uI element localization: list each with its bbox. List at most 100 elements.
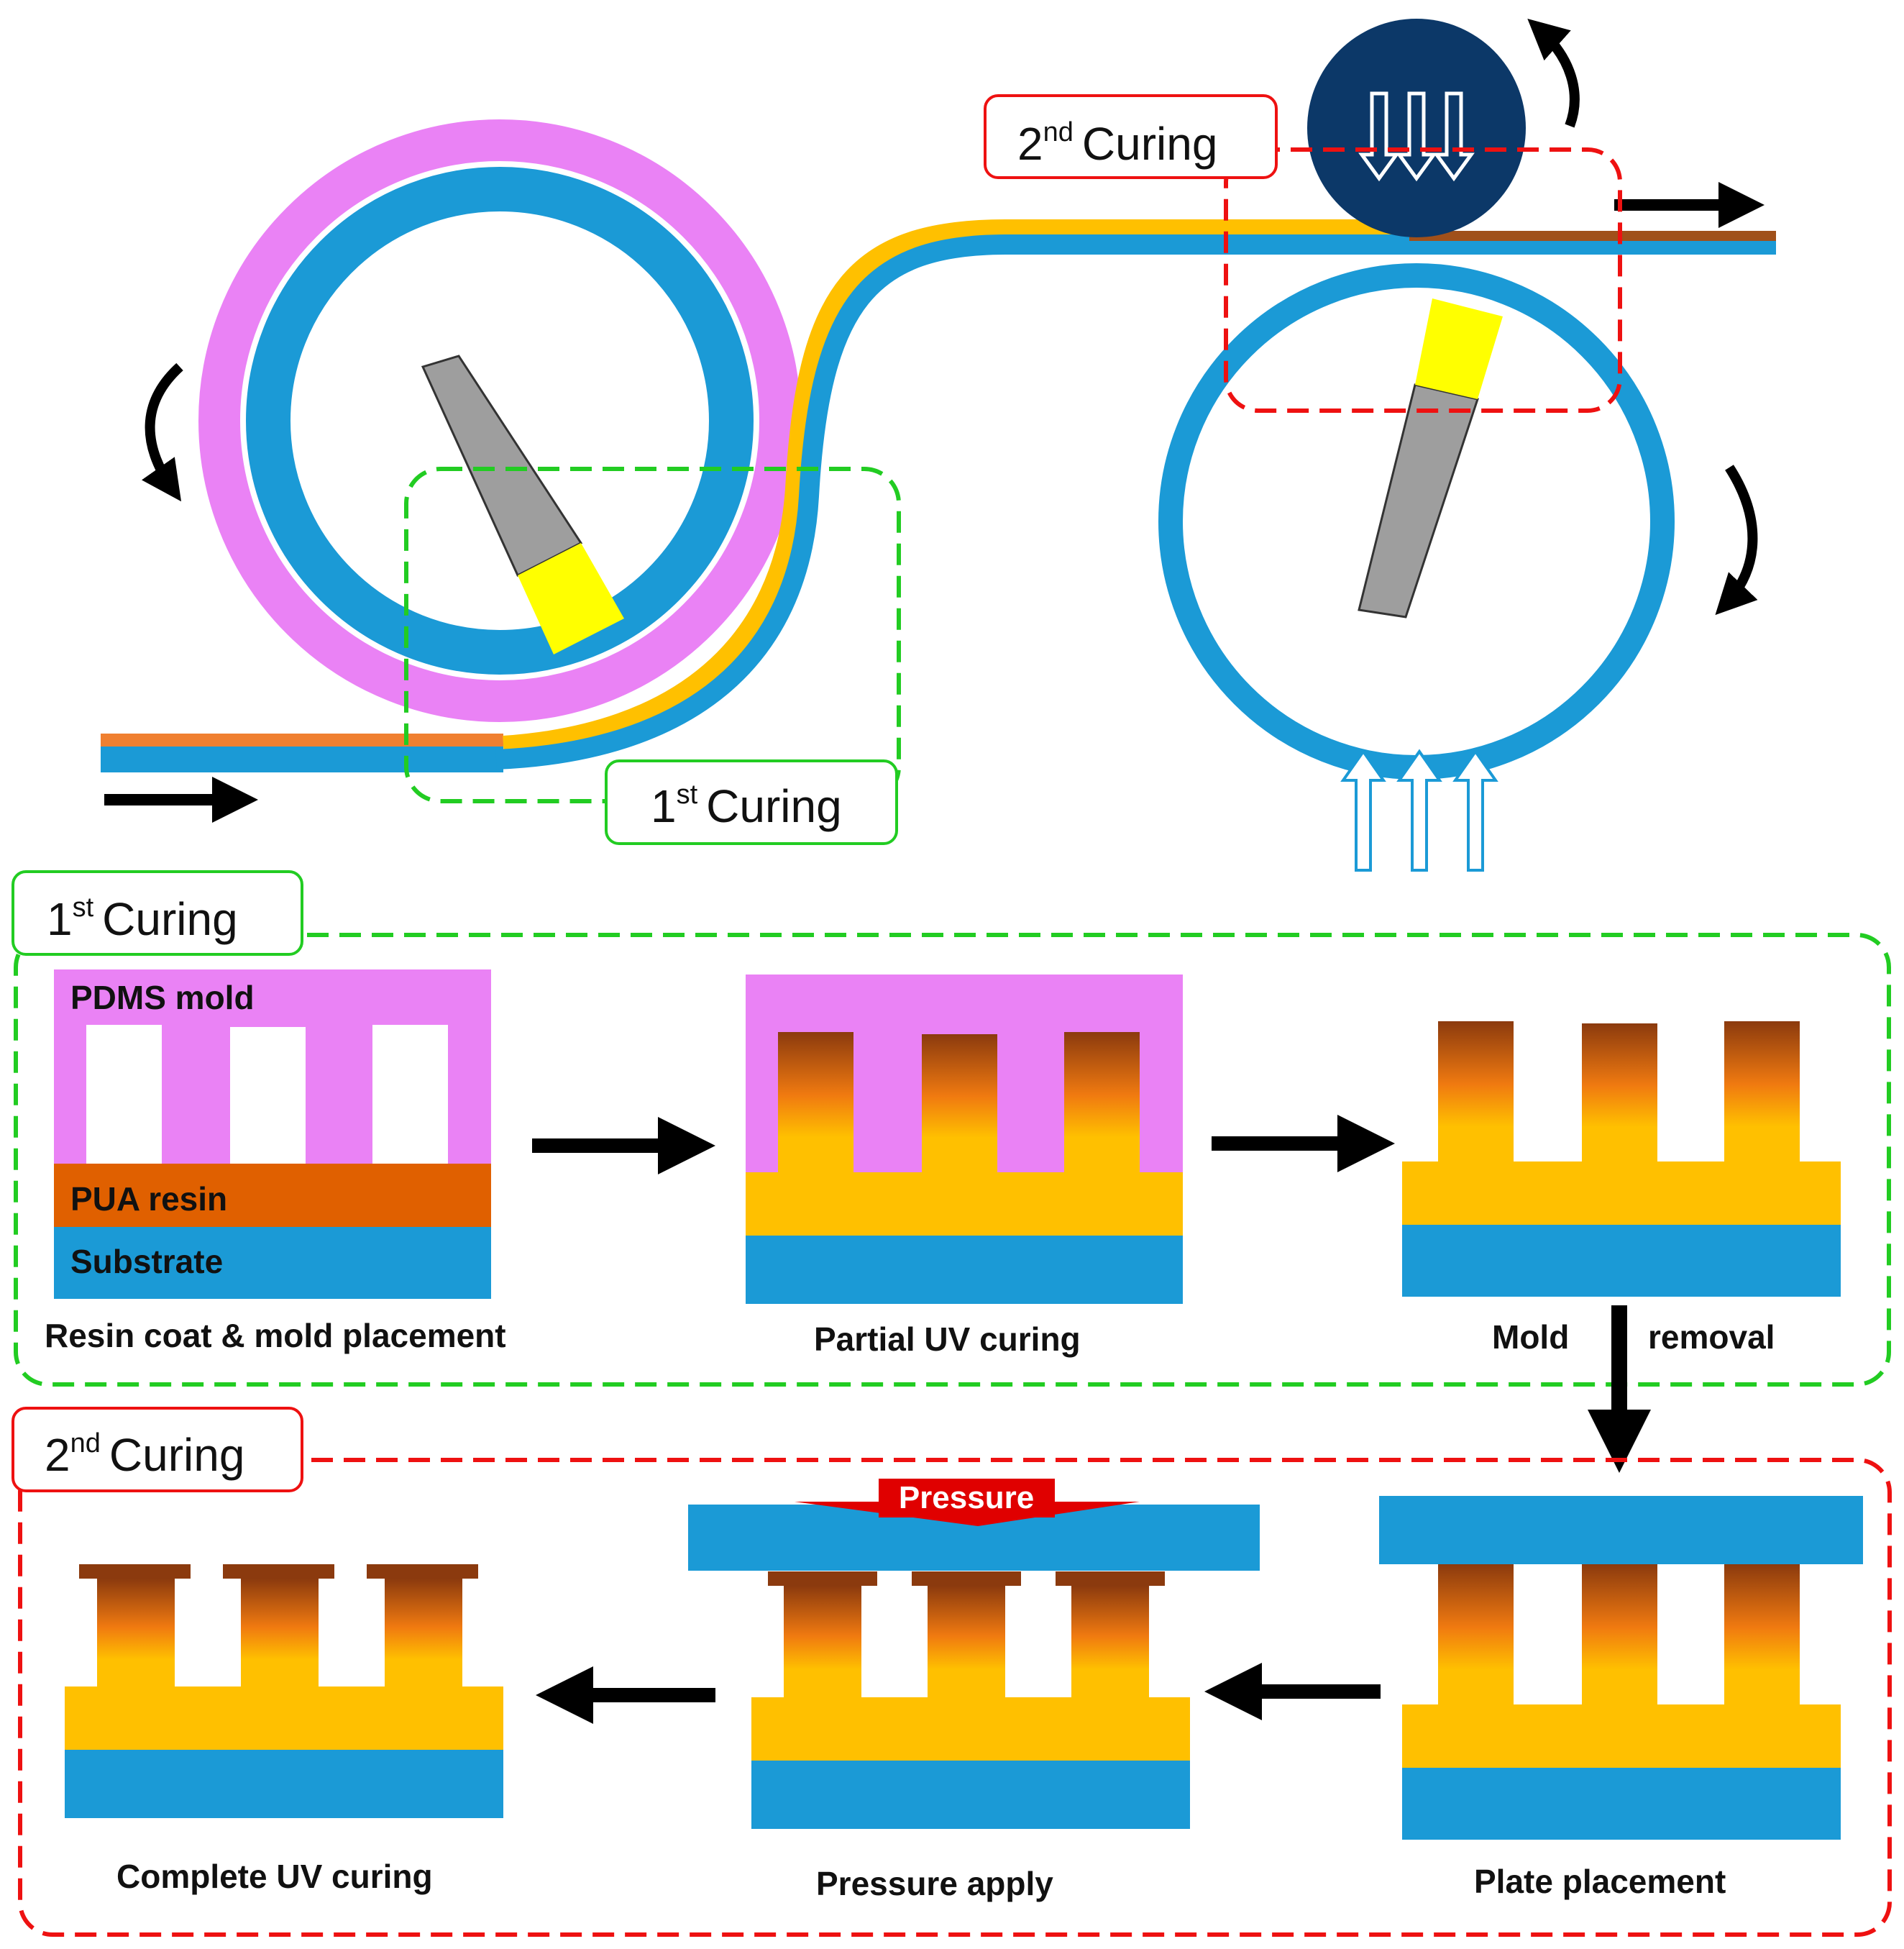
second-curing-panel: 2nd Curing Plate placement Pressure — [12, 1407, 1892, 1937]
step-pressure-apply: Pressure Pressure apply — [688, 1479, 1260, 1902]
step3-substrate — [1402, 1225, 1841, 1297]
uv-arrow-up-icon — [1396, 749, 1442, 872]
step4-resin-pillar — [1582, 1564, 1657, 1704]
second-curing-panel-tag-sup: nd — [70, 1428, 101, 1459]
step4-caption: Plate placement — [1474, 1863, 1726, 1900]
step6-pillar-cap — [367, 1564, 478, 1579]
uv-arrow-up-icon — [1452, 749, 1498, 872]
second-curing-tag — [984, 94, 1278, 179]
step-resin-coat: PDMS mold PUA resin Substrate Resin coat… — [45, 969, 506, 1354]
first-curing-panel: 1st Curing PDMS mold PUA resin Substrate … — [12, 870, 1891, 1387]
step5-resin-pillar — [784, 1586, 861, 1697]
step5-pillar-cap — [912, 1571, 1021, 1586]
step6-resin-base — [65, 1686, 503, 1750]
first-curing-panel-border — [14, 933, 1891, 1387]
right-uv-lamp-housing — [1358, 383, 1479, 619]
step5-substrate — [751, 1761, 1190, 1829]
step3-caption-right: removal — [1648, 1318, 1775, 1356]
step2-caption: Partial UV curing — [814, 1320, 1081, 1358]
step4-top-plate — [1379, 1496, 1863, 1564]
top-uv-lamp — [1307, 19, 1526, 237]
first-curing-panel-tag-num: 1 — [47, 893, 73, 945]
step2-resin-pillar — [1064, 1032, 1140, 1172]
uv-arrow-down-icon — [1396, 91, 1437, 182]
pua-resin-label: PUA resin — [70, 1180, 227, 1218]
uv-arrow-down-icon — [1433, 91, 1475, 182]
first-curing-tag-sup: st — [677, 780, 698, 810]
uv-arrow-down-icon — [1358, 91, 1400, 182]
bottom-uv-arrows — [1340, 749, 1498, 872]
second-curing-panel-tag — [12, 1407, 303, 1492]
step2-resin-base — [746, 1172, 1183, 1236]
left-roll-pdms — [198, 119, 801, 722]
step3-resin-pillar — [1724, 1021, 1800, 1161]
step1-pua-resin — [54, 1164, 491, 1227]
step1-caption: Resin coat & mold placement — [45, 1317, 506, 1354]
step3-resin-base — [1402, 1161, 1841, 1225]
pressure-banner — [879, 1479, 1055, 1517]
step3-resin-pillar — [1582, 1023, 1657, 1161]
step3-caption-left: Mold — [1492, 1318, 1569, 1356]
first-curing-tag-word: Curing — [706, 780, 842, 832]
step2-resin-pillar — [778, 1032, 853, 1172]
second-curing-tag-sup: nd — [1043, 117, 1074, 147]
step5-pillar-cap — [1056, 1571, 1165, 1586]
right-roll-rotation-arrow — [1715, 465, 1758, 616]
step6-pillar-cap — [79, 1564, 191, 1579]
step1-mold-cavity — [372, 1025, 448, 1164]
right-uv-lamp-light — [1415, 298, 1503, 399]
output-cured-layer — [1409, 231, 1776, 241]
first-curing-panel-tag-sup: st — [73, 893, 94, 923]
step6-resin-pillar — [385, 1579, 462, 1686]
second-curing-panel-tag-word: Curing — [109, 1429, 245, 1481]
second-curing-panel-border — [18, 1458, 1892, 1937]
step4-substrate — [1402, 1768, 1841, 1840]
top-lamp-rotation-arrow — [1527, 19, 1580, 128]
step-complete-uv: Complete UV curing — [65, 1564, 503, 1895]
step4-resin-pillar — [1724, 1564, 1800, 1704]
step4-resin-pillar — [1438, 1564, 1514, 1704]
step5-pillar-cap — [768, 1571, 877, 1586]
step6-resin-pillar — [241, 1579, 319, 1686]
step4-resin-base — [1402, 1704, 1841, 1768]
step2-resin-pillar — [922, 1034, 997, 1172]
pdms-mold-label: PDMS mold — [70, 979, 255, 1016]
first-curing-panel-tag — [12, 870, 303, 956]
step1-substrate — [54, 1227, 491, 1299]
step5-resin-pillar — [928, 1586, 1005, 1697]
step5-resin-base — [751, 1697, 1190, 1761]
step-partial-uv: Partial UV curing — [746, 974, 1183, 1358]
step6-pillar-cap — [223, 1564, 334, 1579]
second-curing-tag-num: 2 — [1017, 118, 1043, 170]
web-resin — [503, 219, 1424, 754]
step3-resin-pillar — [1438, 1021, 1514, 1161]
step-mold-removal: Mold removal — [1402, 1021, 1841, 1356]
input-pua-layer — [101, 734, 503, 747]
first-curing-tag — [605, 759, 898, 845]
step5-resin-pillar — [1071, 1586, 1149, 1697]
step6-caption: Complete UV curing — [116, 1858, 433, 1895]
step6-resin-pillar — [97, 1579, 175, 1686]
web-substrate — [495, 234, 1776, 770]
top-uv-arrows — [1358, 91, 1475, 182]
second-curing-panel-tag-num: 2 — [45, 1429, 70, 1481]
left-roll-rotation-arrow — [141, 362, 183, 502]
second-curing-tag-word: Curing — [1082, 118, 1218, 170]
first-curing-panel-tag-word: Curing — [102, 893, 238, 945]
left-uv-lamp-housing — [421, 355, 583, 578]
left-uv-lamp-light — [518, 543, 624, 654]
step6-substrate — [65, 1750, 503, 1818]
pressure-label: Pressure — [899, 1480, 1034, 1515]
uv-arrow-up-icon — [1340, 749, 1386, 872]
input-substrate — [101, 747, 503, 772]
left-roll — [246, 167, 754, 675]
step1-mold-cavity — [86, 1025, 162, 1164]
step-plate-placement: Plate placement — [1379, 1496, 1863, 1900]
second-curing-zone — [1224, 147, 1622, 413]
